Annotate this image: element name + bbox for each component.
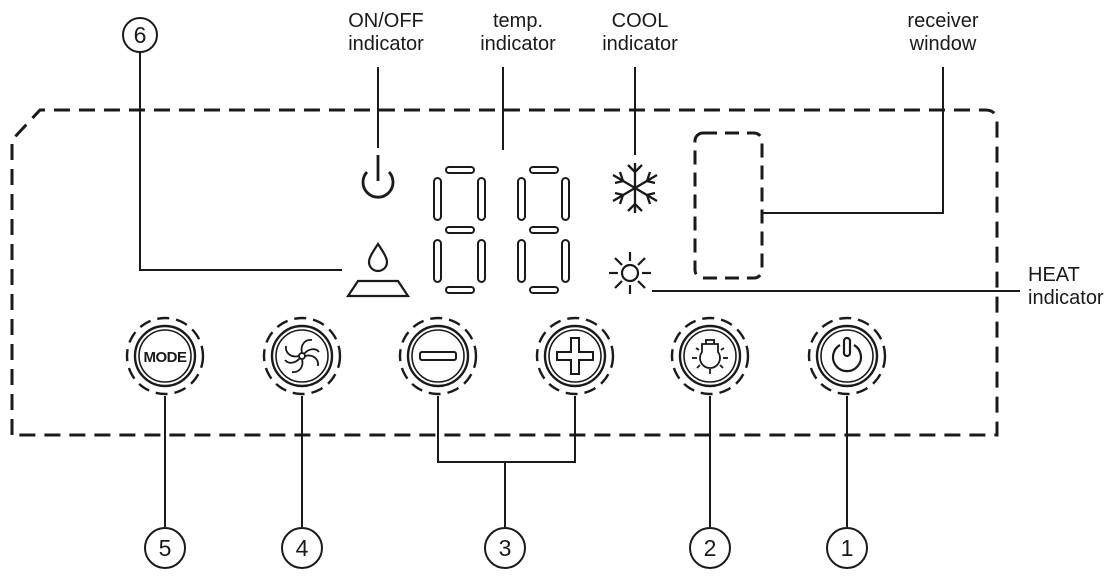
callout-3-leader (437, 396, 576, 463)
mode-button-label: MODE (144, 349, 187, 366)
onoff-indicator-label: ON/OFF indicator (348, 10, 424, 56)
callout-4-circle (281, 527, 323, 569)
callout-3-number: 3 (499, 535, 512, 561)
onoff-indicator-line1: ON/OFF (348, 10, 424, 32)
light-button[interactable] (670, 316, 750, 396)
sun-icon (609, 252, 651, 294)
minus-button[interactable] (398, 316, 478, 396)
onoff-indicator-line2: indicator (348, 33, 424, 55)
heat-indicator-line2: indicator (1028, 287, 1104, 309)
cool-indicator-label: COOL indicator (602, 10, 678, 56)
cool-indicator-line1: COOL (611, 10, 669, 32)
heat-indicator-line1: HEAT (1028, 264, 1080, 286)
fan-icon (284, 339, 320, 373)
snowflake-icon (612, 163, 658, 213)
temp-indicator-line1: temp. (492, 10, 544, 32)
temp-display (433, 166, 570, 294)
plus-button[interactable] (535, 316, 615, 396)
receiver-window (693, 131, 764, 280)
callout-6-circle (122, 17, 158, 53)
temp-indicator-line2: indicator (480, 33, 556, 55)
cool-indicator-line2: indicator (602, 33, 678, 55)
callout-4-number: 4 (296, 535, 309, 561)
receiver-window-line1: receiver (907, 10, 979, 32)
fan-button[interactable] (262, 316, 342, 396)
minus-icon (419, 351, 457, 361)
callout-2-number: 2 (704, 535, 717, 561)
callout-3-circle (484, 527, 526, 569)
drain-leader-line (139, 52, 342, 271)
callout-1-number: 1 (841, 535, 854, 561)
power-icon (831, 336, 863, 373)
callout-5-number: 5 (159, 535, 172, 561)
panel-outline (10, 108, 999, 437)
heat-indicator-label: HEAT indicator (1028, 264, 1104, 310)
plus-icon (556, 337, 594, 375)
drain-icon (345, 242, 411, 298)
callout-1-circle (826, 527, 868, 569)
receiver-window-label: receiver window (907, 10, 978, 56)
light-icon (692, 339, 728, 374)
power-button[interactable] (807, 316, 887, 396)
callout-2-circle (689, 527, 731, 569)
temp-indicator-label: temp. indicator (480, 10, 556, 56)
onoff-power-icon (361, 155, 395, 199)
receiver-leader-line (762, 67, 944, 214)
callout-5-circle (144, 527, 186, 569)
callout-6-number: 6 (134, 22, 147, 48)
mode-button[interactable] (125, 316, 205, 396)
receiver-window-line2: window (909, 33, 977, 55)
